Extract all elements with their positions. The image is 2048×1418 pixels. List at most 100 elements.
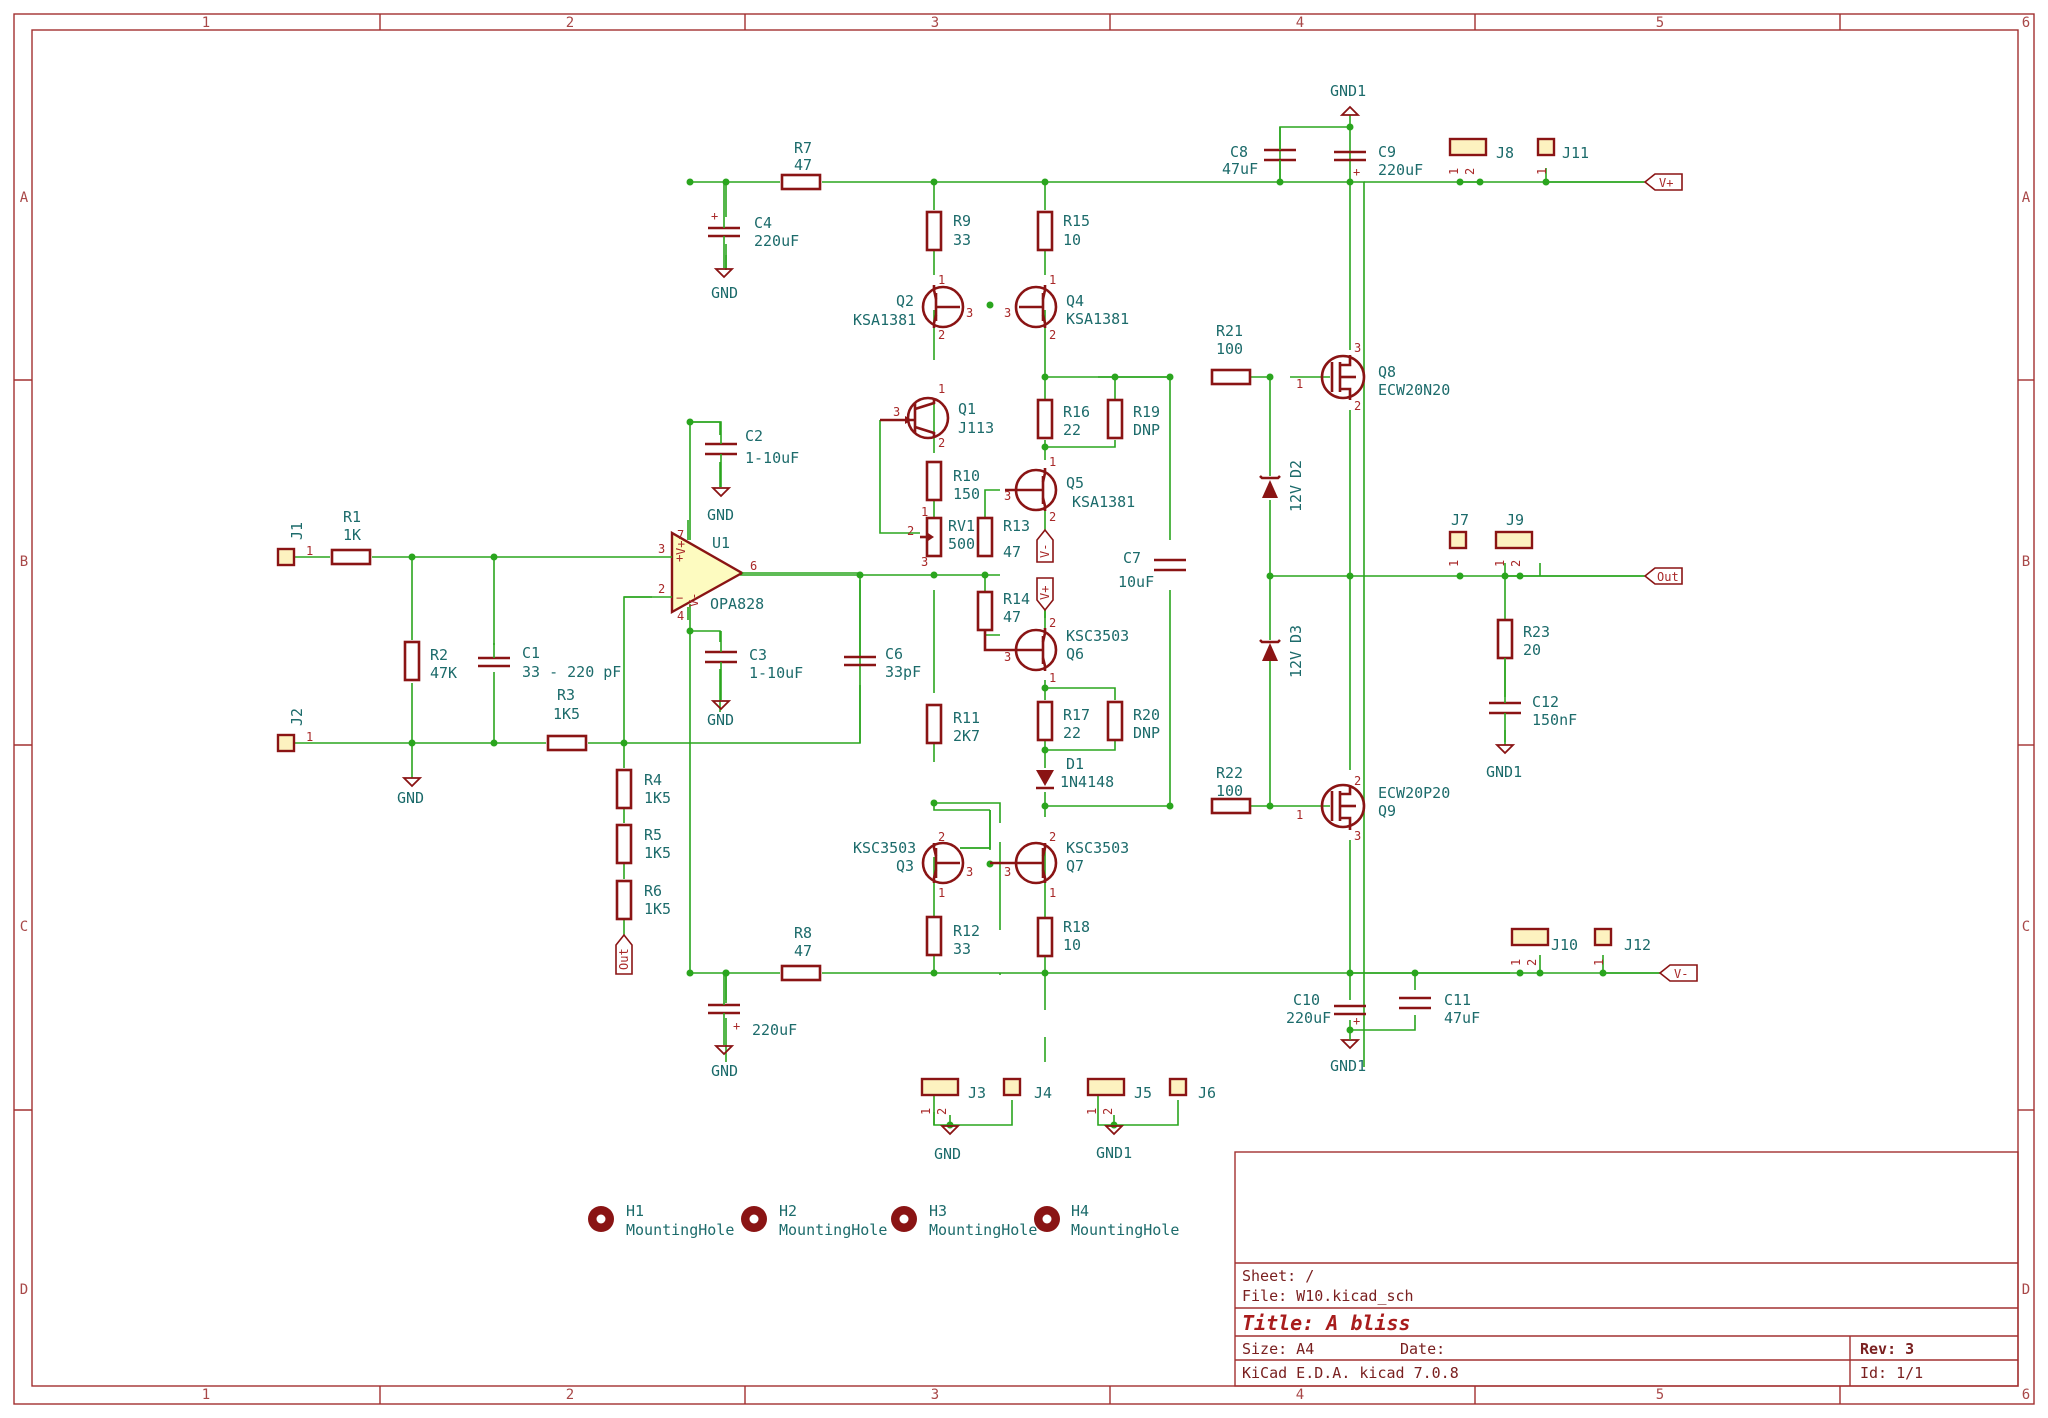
value-label: 2K7 bbox=[953, 727, 980, 745]
transistor-q7[interactable]: 2 1 3 KSC3503 Q7 bbox=[990, 830, 1129, 900]
resistor-r23[interactable]: R23 20 bbox=[1496, 618, 1550, 660]
value-label: 22 bbox=[1063, 724, 1081, 742]
net-label: GND1 bbox=[1330, 1057, 1366, 1075]
capacitor-c8[interactable]: C8 47uF bbox=[1222, 127, 1296, 182]
opamp-u1[interactable]: + − V+ V- 3 2 6 7 4 U1 OPA828 bbox=[624, 520, 860, 623]
connector-j3[interactable]: J3 1 2 bbox=[919, 1077, 986, 1115]
resistor-r4[interactable]: R4 1K5 bbox=[615, 768, 671, 810]
pin-number: 3 bbox=[1354, 341, 1361, 355]
capacitor-c1[interactable]: C1 33 - 220 pF bbox=[478, 643, 621, 681]
resistor-r18[interactable]: R18 10 bbox=[1036, 916, 1090, 958]
connector-j4[interactable]: J4 bbox=[1002, 1077, 1052, 1102]
ref-label: C7 bbox=[1123, 549, 1141, 567]
resistor-r19[interactable]: R19 DNP bbox=[1106, 398, 1160, 440]
resistor-r2[interactable]: R2 47K bbox=[403, 640, 457, 682]
value-label: 1K5 bbox=[553, 705, 580, 723]
resistor-r7[interactable]: R7 47 bbox=[780, 139, 822, 191]
connector-j2[interactable]: J2 1 bbox=[276, 708, 313, 753]
ref-label: R17 bbox=[1063, 706, 1090, 724]
row-letter: C bbox=[20, 919, 28, 935]
resistor-r12[interactable]: R12 33 bbox=[925, 915, 980, 958]
pin-number: 1 bbox=[1296, 377, 1303, 391]
transistor-q2[interactable]: 1 2 3 Q2 KSA1381 bbox=[853, 273, 973, 342]
resistor-r20[interactable]: R20 DNP bbox=[1106, 700, 1160, 742]
resistor-r11[interactable]: R11 2K7 bbox=[925, 703, 980, 745]
net-label: GND bbox=[934, 1145, 961, 1163]
resistor-r15[interactable]: R15 10 bbox=[1036, 210, 1090, 252]
value-label: 1K bbox=[343, 526, 361, 544]
ref-label: RV1 bbox=[948, 517, 975, 535]
resistor-r3[interactable]: R3 1K5 bbox=[546, 686, 588, 752]
resistor-r9[interactable]: R9 33 bbox=[925, 210, 971, 252]
ref-label: C8 bbox=[1230, 143, 1248, 161]
gnd-symbol: GND bbox=[934, 1125, 961, 1163]
connector-j11[interactable]: J11 1 bbox=[1535, 137, 1589, 175]
minus-input-mark: − bbox=[676, 591, 683, 605]
capacitor-c9[interactable]: + C9 220uF bbox=[1334, 143, 1423, 179]
net-label: GND bbox=[711, 1062, 738, 1080]
mosfet-q8[interactable]: 1 3 2 Q8 ECW20N20 bbox=[1296, 341, 1450, 413]
connector-j7[interactable]: J7 1 bbox=[1447, 511, 1469, 567]
pin-number: 6 bbox=[750, 559, 757, 573]
gnd1-symbol: GND1 bbox=[1330, 82, 1366, 116]
connector-j8[interactable]: J8 1 2 bbox=[1447, 137, 1514, 175]
capacitor-c5[interactable]: + 220uF bbox=[708, 973, 797, 1045]
resistor-r1[interactable]: R1 1K bbox=[330, 508, 372, 566]
resistor-r10[interactable]: R10 150 bbox=[925, 460, 980, 503]
transistor-q5[interactable]: 1 2 3 Q5 KSA1381 bbox=[1004, 455, 1135, 524]
resistor-r6[interactable]: R6 1K5 bbox=[615, 879, 671, 921]
title-block-sheet: Sheet: / bbox=[1242, 1267, 1314, 1285]
value-label: MountingHole bbox=[929, 1221, 1037, 1239]
capacitor-c6[interactable]: C6 33pF bbox=[844, 645, 921, 681]
value-label: 150nF bbox=[1532, 711, 1577, 729]
resistor-r21[interactable]: R21 100 bbox=[1210, 322, 1252, 386]
transistor-q3[interactable]: 2 1 3 KSC3503 Q3 bbox=[853, 830, 973, 900]
capacitor-c2[interactable]: C2 1-10uF bbox=[690, 421, 799, 487]
ref-label: R14 bbox=[1003, 590, 1030, 608]
plus-input-mark: + bbox=[676, 551, 683, 565]
transistor-q1[interactable]: 3 1 2 Q1 J113 bbox=[880, 382, 994, 450]
resistor-r13[interactable]: R13 47 bbox=[976, 516, 1030, 561]
value-label: 47 bbox=[794, 156, 812, 174]
connector-j1[interactable]: J1 1 bbox=[276, 522, 313, 567]
mosfet-q9[interactable]: 1 2 3 ECW20P20 Q9 bbox=[1296, 774, 1450, 843]
connector-j5[interactable]: J5 1 2 bbox=[1085, 1077, 1152, 1115]
connector-j9[interactable]: J9 1 2 bbox=[1493, 511, 1534, 567]
transistor-q6[interactable]: 2 1 3 KSC3503 Q6 bbox=[983, 616, 1129, 685]
zener-d3[interactable]: 12V D3 bbox=[1259, 625, 1305, 678]
value-label: 47uF bbox=[1444, 1009, 1480, 1027]
resistor-r22[interactable]: R22 100 bbox=[1210, 764, 1252, 815]
mounting-hole-h2: H2 MountingHole bbox=[741, 1202, 887, 1239]
capacitor-c10[interactable]: + C10 220uF bbox=[1286, 991, 1366, 1028]
net-label: GND1 bbox=[1096, 1144, 1132, 1162]
potentiometer-rv1[interactable]: RV1 500 2 1 3 bbox=[879, 419, 975, 569]
capacitor-c11[interactable]: C11 47uF bbox=[1399, 991, 1480, 1027]
value-label: MountingHole bbox=[1071, 1221, 1179, 1239]
net-label-text: V- bbox=[1674, 967, 1688, 981]
gnd1-symbol: GND1 bbox=[1486, 744, 1522, 781]
diode-d1[interactable]: D1 1N4148 bbox=[1036, 755, 1114, 791]
pin-name: V- bbox=[687, 593, 701, 607]
ref-label: C9 bbox=[1378, 143, 1396, 161]
connector-j10[interactable]: J10 1 2 bbox=[1509, 927, 1578, 966]
capacitor-c7[interactable]: C7 10uF bbox=[1118, 549, 1186, 591]
pin-number: 1 bbox=[919, 1108, 933, 1115]
resistor-r17[interactable]: R17 22 bbox=[1036, 700, 1090, 742]
ref-label: H3 bbox=[929, 1202, 947, 1220]
capacitor-c4[interactable]: + C4 220uF bbox=[708, 182, 799, 268]
pin-number: 3 bbox=[1004, 650, 1011, 664]
resistor-r14[interactable]: R14 47 bbox=[976, 590, 1030, 632]
pin-number: 2 bbox=[938, 328, 945, 342]
value-label: 47uF bbox=[1222, 160, 1258, 178]
resistor-r16[interactable]: R16 22 bbox=[1036, 398, 1090, 440]
connector-j12[interactable]: J12 1 bbox=[1592, 927, 1651, 966]
connector-j6[interactable]: J6 bbox=[1168, 1077, 1216, 1102]
capacitor-c3[interactable]: C3 1-10uF bbox=[705, 631, 803, 700]
resistor-r5[interactable]: R5 1K5 bbox=[615, 823, 671, 865]
zener-d2[interactable]: 12V D2 bbox=[1259, 460, 1305, 512]
net-label: GND1 bbox=[1330, 82, 1366, 100]
resistor-r8[interactable]: R8 47 bbox=[780, 924, 822, 982]
capacitor-c12[interactable]: C12 150nF bbox=[1489, 658, 1577, 742]
transistor-q4[interactable]: 1 2 3 Q4 KSA1381 bbox=[1004, 273, 1129, 342]
